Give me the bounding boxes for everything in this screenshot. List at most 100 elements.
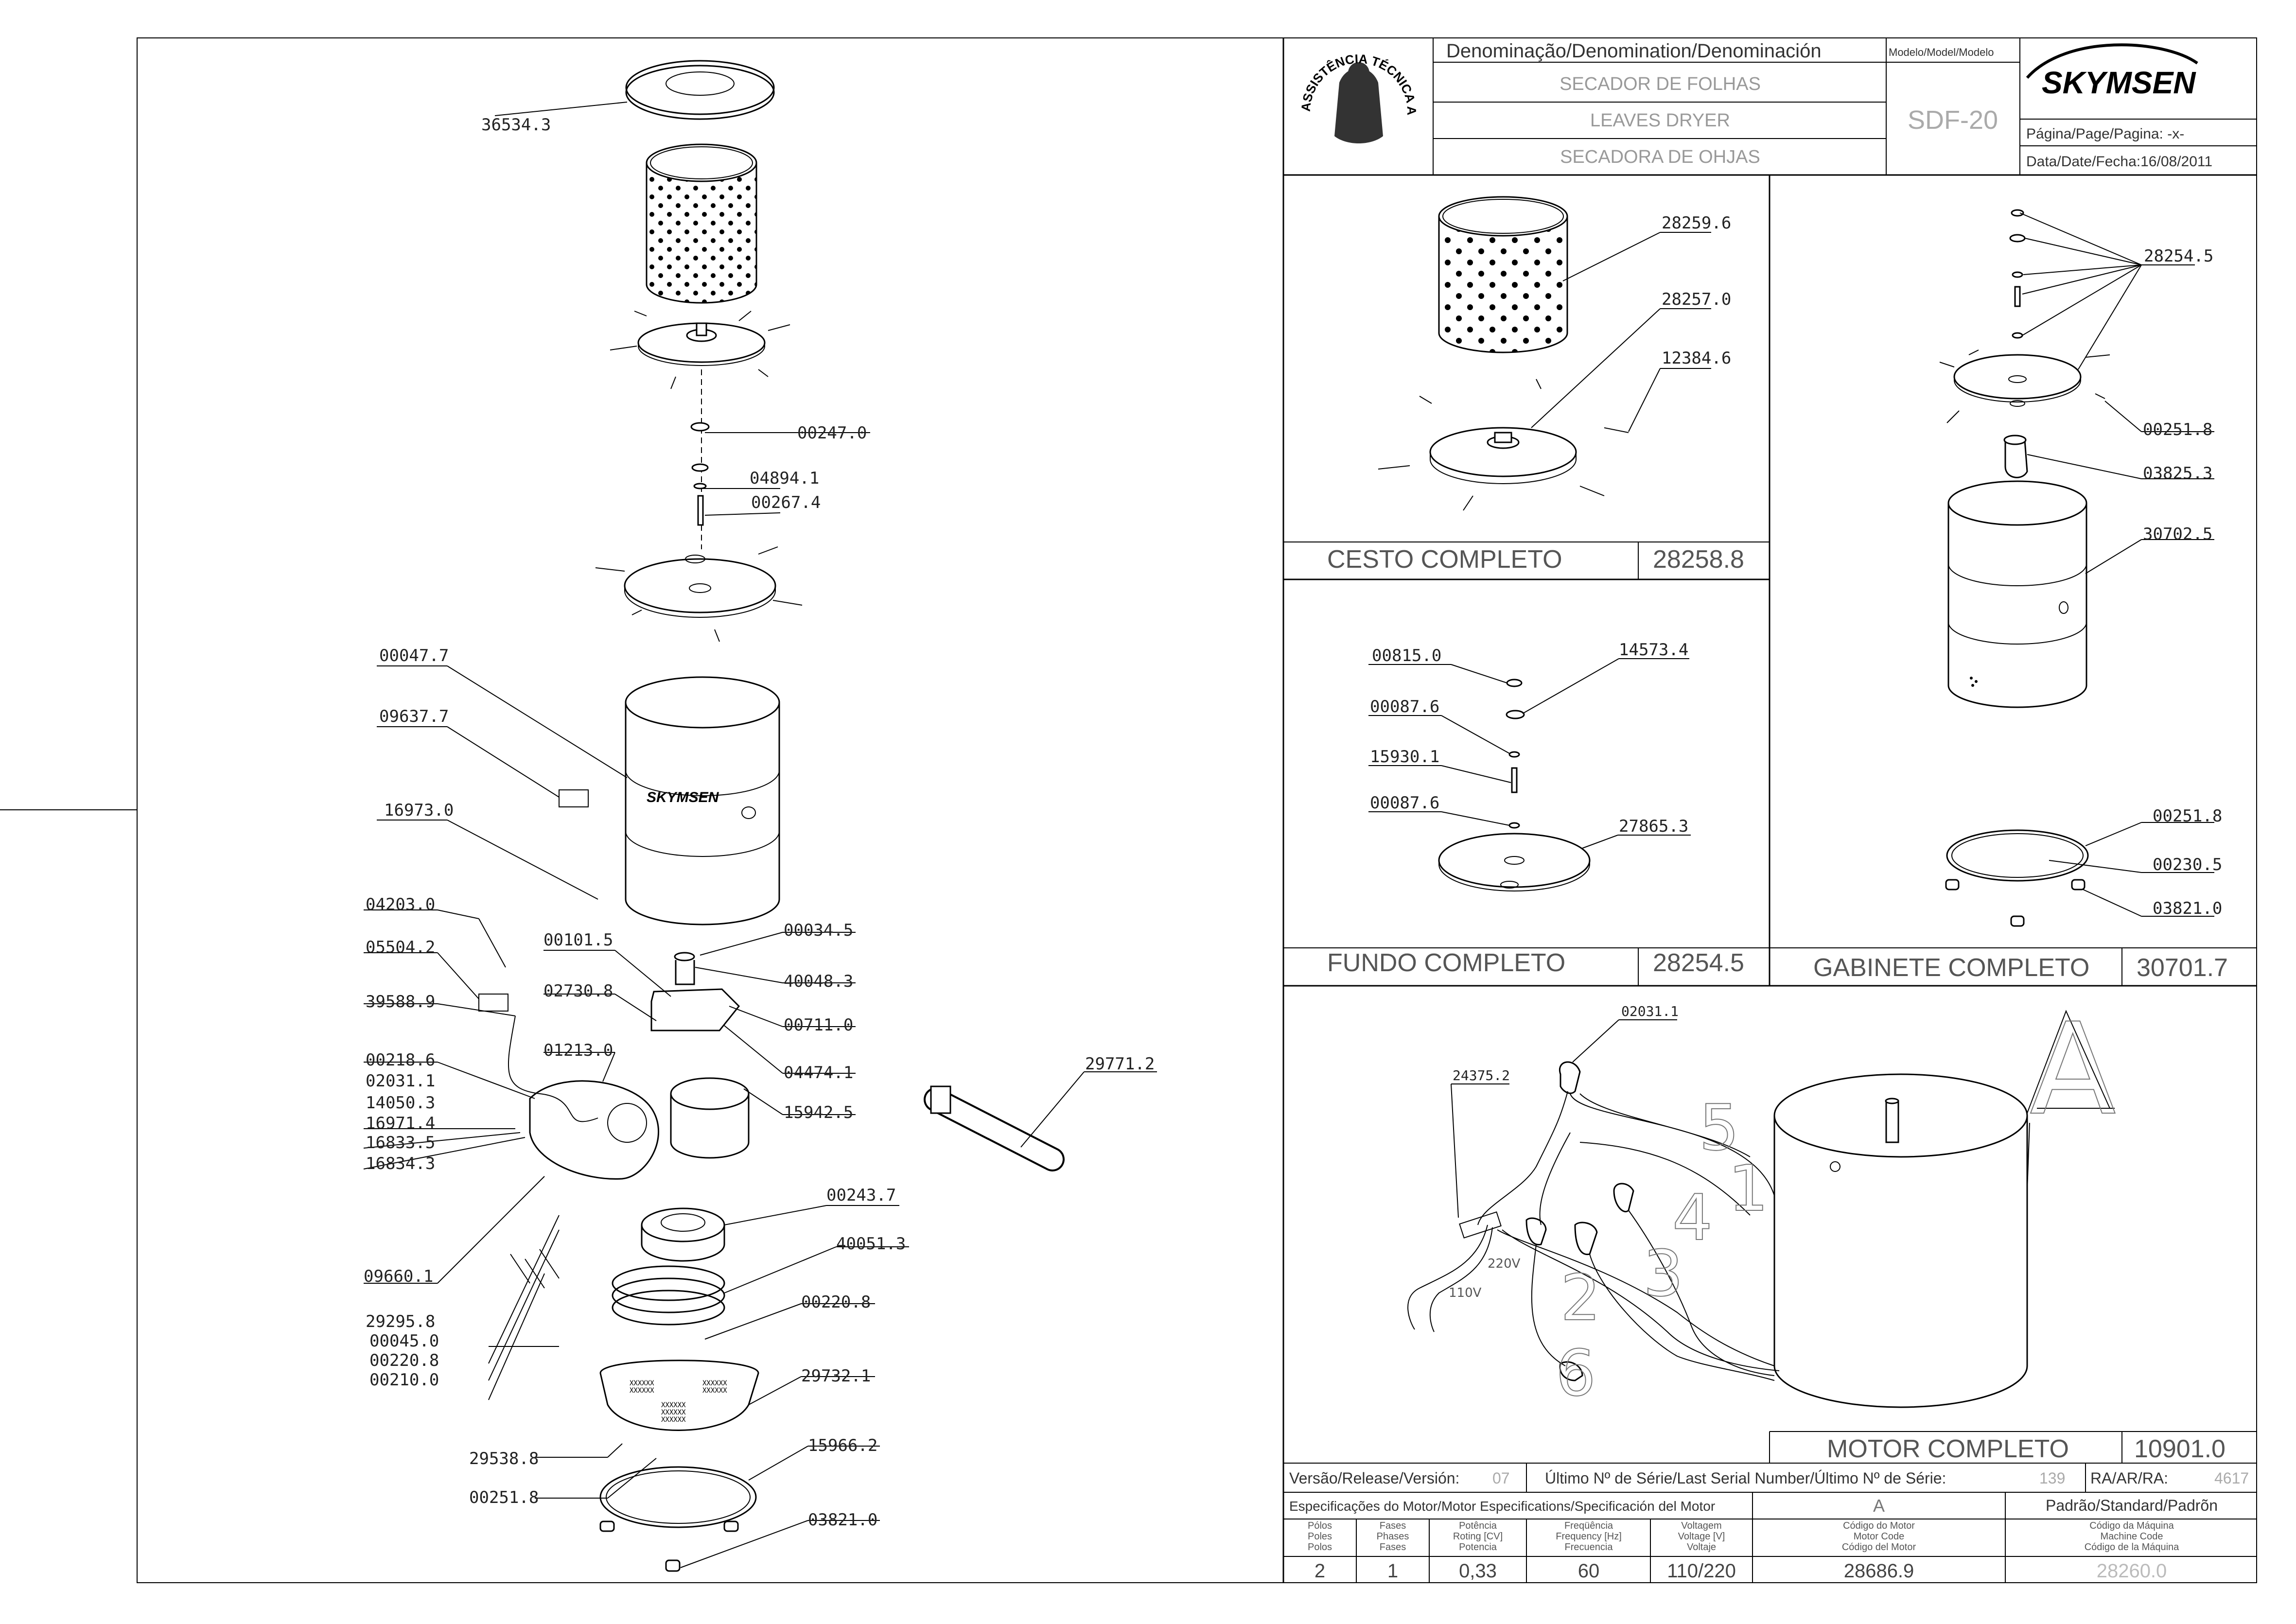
part-label: 00087.6 (1370, 697, 1439, 716)
gabinete-title: GABINETE COMPLETO (1813, 954, 2089, 982)
part-label: 00815.0 (1372, 646, 1441, 665)
version-value: 07 (1492, 1469, 1510, 1487)
part-label: 02031.1 (1621, 1003, 1679, 1019)
part-label: 15942.5 (784, 1103, 853, 1122)
name-en: LEAVES DRYER (1590, 110, 1730, 131)
part-label: 00047.7 (379, 646, 449, 665)
part-label: 24375.2 (1453, 1067, 1510, 1083)
part-label: 29295.8 (366, 1312, 435, 1331)
part-label: 29771.2 (1085, 1054, 1155, 1074)
specs-letter: A (1873, 1496, 1885, 1516)
cesto-code: 28258.8 (1653, 545, 1744, 574)
part-label: 09660.1 (364, 1267, 433, 1286)
cesto-title: CESTO COMPLETO (1327, 545, 1562, 574)
part-label: 00087.6 (1370, 793, 1439, 813)
page-label: Página/Page/Pagina: -x- (2026, 126, 2184, 142)
part-label: 40048.3 (784, 972, 853, 991)
svg-text:XXXXXX: XXXXXX (630, 1387, 654, 1395)
ra-value: 4617 (2214, 1469, 2249, 1487)
svg-text:XXXXXX: XXXXXX (702, 1387, 727, 1395)
part-label: 00247.0 (797, 423, 867, 443)
serial-label: Último Nº de Série/Last Serial Number/Úl… (1545, 1469, 1946, 1487)
part-label: 27865.3 (1619, 817, 1688, 836)
svg-text:XXXXXX: XXXXXX (702, 1380, 727, 1387)
wire-number: 4 (1672, 1181, 1713, 1255)
part-label: 16833.5 (366, 1133, 435, 1153)
specs-table: Especificações do Motor/Motor Especifica… (1283, 1492, 2257, 1583)
main-part-labels: 36534.3 00247.0 04894.1 00267.4 00047.7 … (364, 115, 1155, 1530)
fundo-code: 28254.5 (1653, 949, 1744, 977)
part-label: 15930.1 (1370, 747, 1439, 767)
svg-text:XXXXXX: XXXXXX (630, 1380, 654, 1387)
part-label: 29538.8 (469, 1449, 539, 1468)
part-label: 00243.7 (826, 1186, 896, 1205)
spec-value-machine-code: 28260.0 (2097, 1560, 2167, 1582)
specs-standard: Padrão/Standard/Padrõn (2046, 1497, 2218, 1514)
part-label: 00230.5 (2153, 855, 2222, 874)
seal-text: ASSISTÊNCIA TÉCNICA AUTORIZADA (0, 0, 1419, 116)
part-label: 16834.3 (366, 1154, 435, 1173)
model-value: SDF-20 (1908, 105, 1998, 135)
date-label: Data/Date/Fecha:16/08/2011 (2026, 154, 2212, 170)
part-label: 00034.5 (784, 921, 853, 940)
gabinete-code: 30701.7 (2137, 954, 2228, 982)
gabinete-panel: 28254.5 00251.8 03825.3 30702.5 00251.8 … (1813, 209, 2228, 982)
main-leader-lines (363, 102, 1157, 1568)
svg-text:XXXXXX: XXXXXX (661, 1401, 686, 1409)
part-label: 36534.3 (481, 115, 551, 135)
name-pt: SECADOR DE FOLHAS (1560, 74, 1761, 94)
spec-value-voltage: 110/220 (1667, 1560, 1736, 1582)
part-label: 28257.0 (1662, 290, 1731, 309)
wire-number: 2 (1560, 1261, 1601, 1335)
wire-number: 1 (1728, 1152, 1769, 1225)
part-label: 14050.3 (366, 1093, 435, 1113)
svg-text:XXXXXX: XXXXXX (661, 1416, 686, 1424)
fundo-panel: 00815.0 14573.4 00087.6 15930.1 00087.6 … (1327, 640, 1744, 977)
cesto-panel: 28259.6 28257.0 12384.6 CESTO COMPLETO 2… (1327, 196, 1744, 574)
part-label: 00218.6 (366, 1050, 435, 1070)
part-label: 40051.3 (836, 1234, 906, 1254)
part-label: 30702.5 (2143, 524, 2212, 544)
part-label: 04203.0 (366, 895, 435, 914)
part-label: 12384.6 (1662, 349, 1731, 368)
part-label: 28254.5 (2144, 246, 2213, 266)
name-es: SECADORA DE OHJAS (1560, 147, 1760, 167)
part-label: 00251.8 (469, 1488, 539, 1507)
voltage-220: 220V (1488, 1257, 1521, 1271)
motor-panel: 220V 110V 5 1 4 3 2 6 A 02031.1 24375.2 … (1407, 996, 2226, 1463)
spec-value-power: 0,33 (1459, 1560, 1497, 1582)
part-label: 04474.1 (784, 1063, 853, 1083)
part-label: 00210.0 (369, 1370, 439, 1390)
model-label: Modelo/Model/Modelo (1889, 46, 1994, 58)
part-label: 16973.0 (384, 801, 454, 820)
part-label: 00101.5 (543, 930, 613, 950)
fundo-title: FUNDO COMPLETO (1327, 949, 1565, 977)
part-label: 00220.8 (801, 1292, 871, 1312)
panel-grid (1283, 175, 2257, 1463)
part-label: 14573.4 (1619, 640, 1688, 660)
spec-value-motor-code: 28686.9 (1844, 1560, 1914, 1582)
part-label: 04894.1 (750, 469, 819, 488)
cabinet-brand-logo: SKYMSEN (647, 789, 719, 805)
part-label: 01213.0 (543, 1041, 613, 1060)
wire-number: 5 (1699, 1091, 1739, 1165)
part-label: 00267.4 (751, 493, 821, 512)
spec-value-phases: 1 (1387, 1560, 1398, 1582)
drawing-frame (137, 37, 2257, 1583)
svg-text:XXXXXX: XXXXXX (661, 1409, 686, 1416)
brand-logo: SKYMSEN (2042, 65, 2196, 100)
motor-title: MOTOR COMPLETO (1827, 1435, 2069, 1463)
part-label: 00220.8 (369, 1351, 439, 1370)
voltage-110: 110V (1449, 1286, 1482, 1300)
part-label: 00251.8 (2153, 806, 2222, 826)
denomination-label: Denominação/Denomination/Denominación (1446, 40, 1822, 62)
